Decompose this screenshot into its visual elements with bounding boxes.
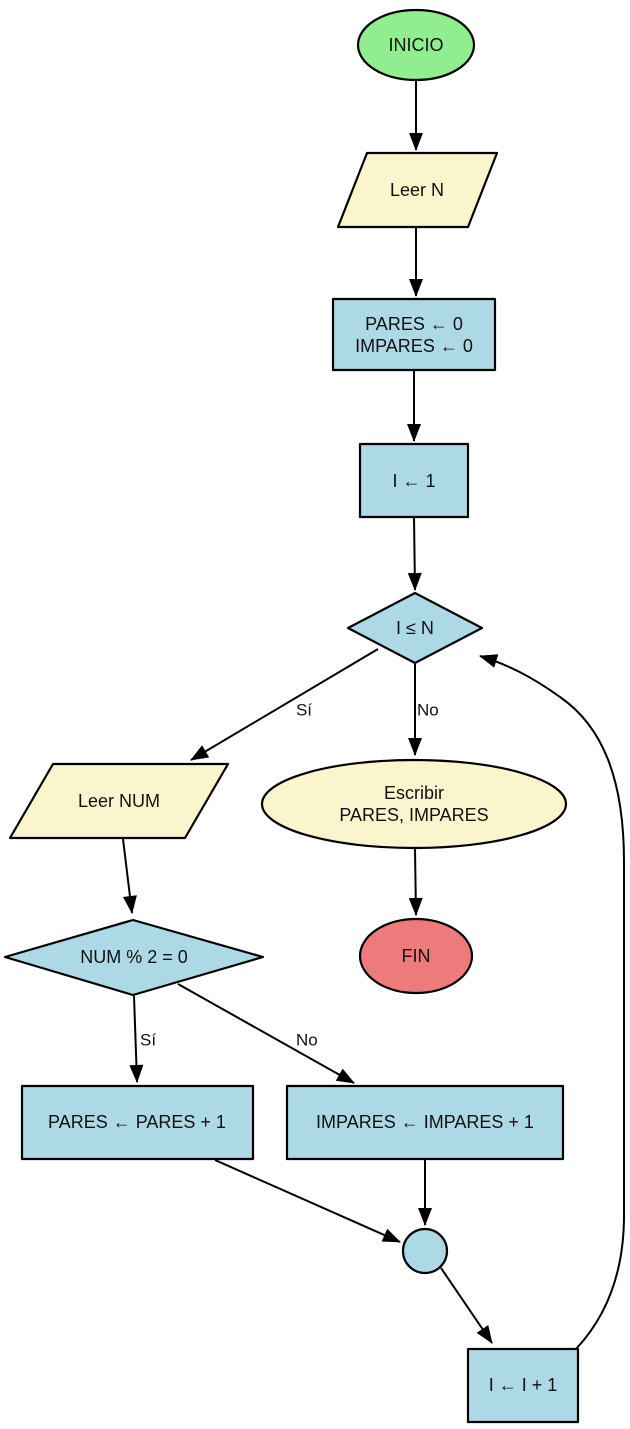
edge-label-cond-yes: Sí — [296, 701, 312, 720]
edge-label-mod-no: No — [296, 1031, 318, 1050]
increment-pares-process-shape — [20, 1084, 255, 1161]
write-output-line2: PARES, IMPARES — [339, 805, 488, 825]
read-num-io-shape — [8, 762, 230, 840]
edge-leer-num-to-cond-mod — [122, 838, 137, 914]
end-terminator-shape — [358, 917, 474, 995]
edge-cond-yes-to-leer-num — [190, 648, 379, 761]
increment-pares-process-label: PARES ← PARES + 1 — [48, 1112, 226, 1132]
edge-label-cond-no: No — [417, 701, 439, 720]
init-i-process-label: I ← 1 — [392, 471, 435, 491]
edge-mod-yes-to-inc-pares — [129, 995, 144, 1083]
read-n-io-shape — [336, 151, 499, 229]
edge-inc-i-loop-to-cond — [479, 654, 625, 1350]
edge-init-i-to-cond — [407, 516, 422, 591]
init-counters-line2: IMPARES ← 0 — [355, 336, 473, 356]
start-terminator-label: INICIO — [388, 35, 443, 55]
increment-i-process-shape — [466, 1347, 580, 1424]
loop-condition-decision-shape — [346, 591, 484, 665]
end-terminator-label: FIN — [402, 946, 431, 966]
edge-mod-no-to-inc-impares — [177, 983, 355, 1084]
parity-decision-shape — [3, 918, 265, 997]
increment-i-process-label: I ← I + 1 — [489, 1375, 558, 1395]
increment-impares-process-shape — [285, 1084, 565, 1161]
junction-connector-shape — [401, 1227, 449, 1275]
edge-junction-to-inc-i — [440, 1267, 493, 1344]
read-n-io-label: Leer N — [390, 180, 444, 200]
increment-impares-process-label: IMPARES ← IMPARES + 1 — [316, 1112, 534, 1132]
edge-inc-pares-to-junction — [214, 1159, 401, 1243]
write-output-shape — [260, 758, 568, 850]
edge-escribir-to-fin — [408, 848, 423, 916]
read-num-io-label: Leer NUM — [78, 791, 160, 811]
edge-label-mod-yes: Sí — [140, 1031, 156, 1050]
write-output-line1: Escribir — [384, 783, 444, 803]
parity-decision-label: NUM % 2 = 0 — [80, 947, 188, 967]
init-counters-line1: PARES ← 0 — [365, 314, 463, 334]
init-counters-process-shape — [331, 297, 497, 372]
loop-condition-decision-label: I ≤ N — [396, 618, 434, 638]
start-terminator-shape — [356, 8, 476, 82]
init-i-process-shape — [358, 442, 470, 519]
